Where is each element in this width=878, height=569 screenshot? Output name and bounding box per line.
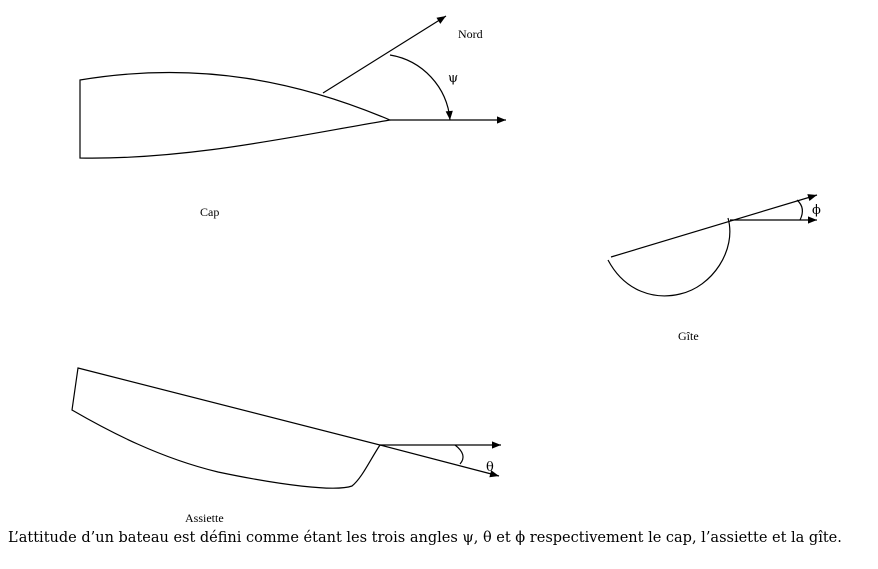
- hull-section: [607, 217, 731, 297]
- hull-side-view: [71, 367, 381, 489]
- phi-angle-arc: [796, 199, 803, 221]
- north-arrow: [322, 15, 447, 94]
- pitch-arrow: [379, 444, 500, 478]
- nord-label: Nord: [458, 27, 483, 41]
- assiette-view: θ Assiette: [71, 367, 501, 525]
- assiette-label: Assiette: [185, 511, 224, 525]
- phi-label: ϕ: [812, 203, 821, 218]
- theta-angle-arc: [454, 444, 464, 465]
- cap-view: Nord ψ Cap: [79, 15, 506, 219]
- psi-label: ψ: [448, 71, 458, 86]
- gite-view: ϕ Gîte: [607, 194, 821, 343]
- hull-top-view: [79, 71, 393, 159]
- gite-label: Gîte: [678, 329, 699, 343]
- psi-angle-arc: [389, 54, 453, 121]
- cap-label: Cap: [200, 205, 219, 219]
- theta-label: θ: [486, 460, 494, 475]
- figure-caption: L’attitude d’un bateau est défini comme …: [8, 530, 842, 546]
- deck-line: [610, 194, 818, 258]
